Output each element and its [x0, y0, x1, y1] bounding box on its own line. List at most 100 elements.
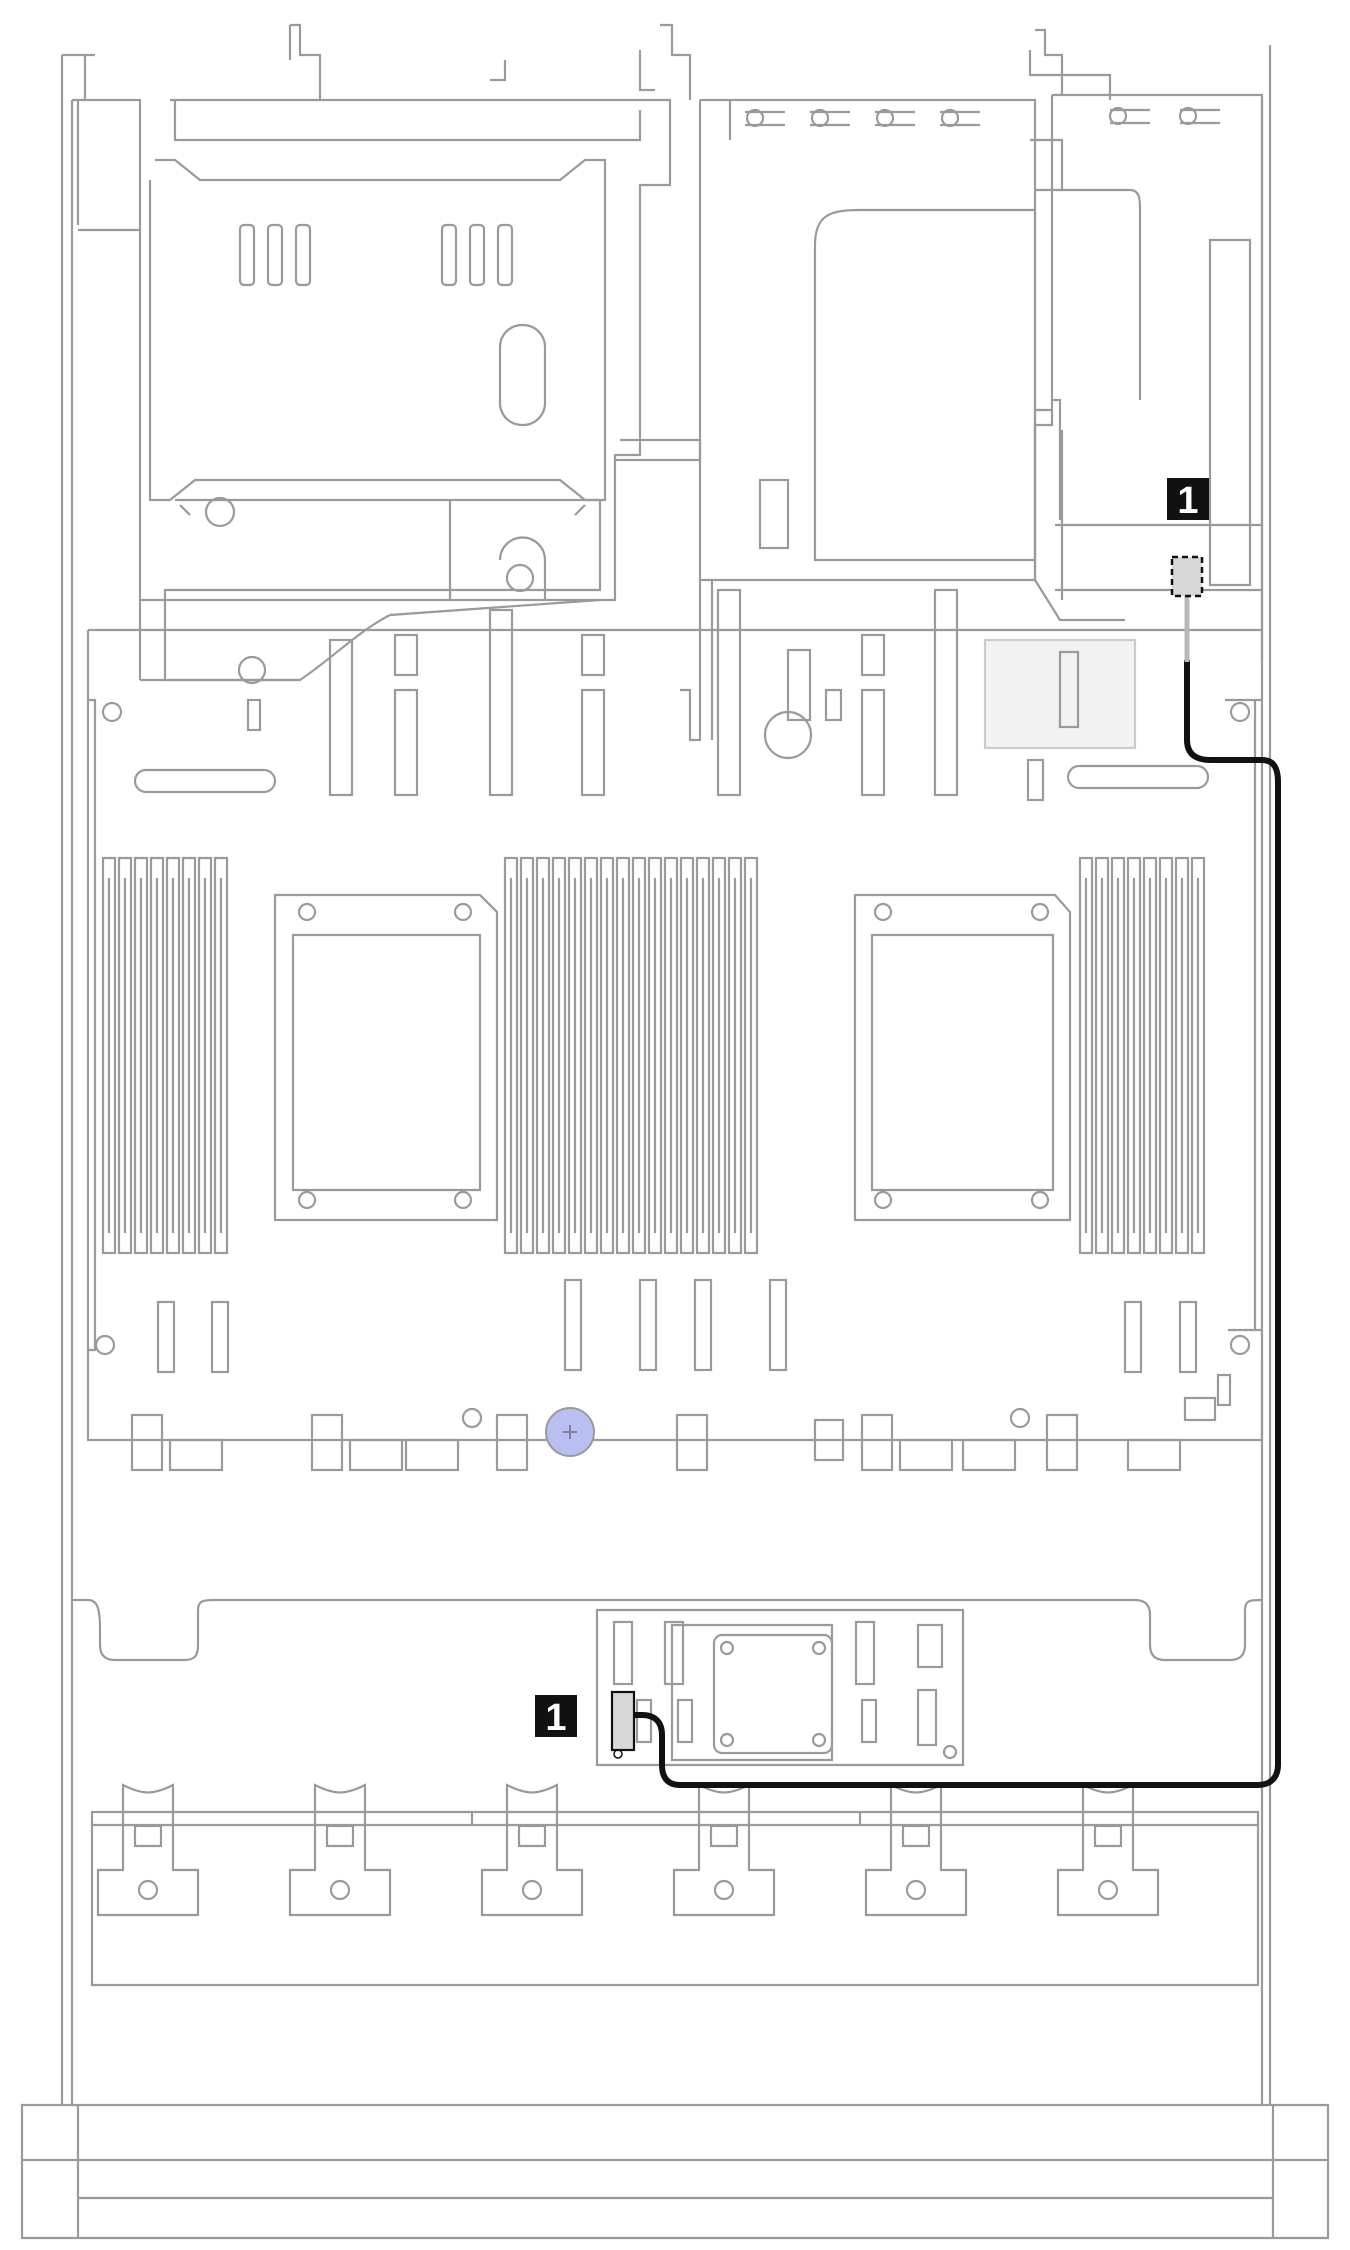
adapter-hole-5 [942, 1744, 958, 1760]
adapter-conn-e [916, 1688, 938, 1747]
pcie-slot-11 [860, 633, 886, 677]
edge-conn-9 [860, 1413, 894, 1472]
chassis-left-wall [60, 55, 74, 2105]
front-bezel [20, 2103, 1330, 2240]
edge-conn-10 [898, 1438, 954, 1472]
standoff-screw-right [1009, 1407, 1031, 1429]
fan-module [672, 1783, 776, 1917]
chassis-outline [20, 23, 1330, 2240]
dimm-bank-middle [503, 856, 759, 1255]
cpu-right-screw-1 [873, 902, 893, 922]
riser-right-ledge [1035, 398, 1064, 600]
fan-module [96, 1783, 200, 1917]
fan-cage-box [90, 1823, 1260, 1987]
fan-module [1056, 1783, 1160, 1917]
riser-handle-slot [498, 323, 547, 427]
riser-bottom-tab [140, 536, 601, 682]
adapter-conn-a [916, 1623, 944, 1669]
dimm-slot [599, 856, 615, 1255]
riser-slot-slots-a [238, 223, 256, 287]
latch-icon-3 [875, 108, 895, 128]
riser-top-brackets [288, 23, 1112, 100]
board-connector-pin-marker [613, 1749, 623, 1759]
fan-latch [325, 1824, 355, 1848]
dimm-slot [503, 856, 519, 1255]
edge-conn-12 [1045, 1413, 1079, 1472]
dimm-slot [743, 856, 759, 1255]
board-connector-callout: 1 [535, 1695, 577, 1739]
riser-slot-slots-b [266, 223, 284, 287]
chassis-right-wall [1260, 45, 1272, 2105]
cpu-right-screw-2 [1030, 902, 1050, 922]
dimm-slot [197, 856, 213, 1255]
cmos-battery [763, 710, 813, 760]
adapter-slot-1 [612, 1620, 634, 1686]
riser-connector-callout: 1 [1167, 478, 1209, 522]
riser-right-panel [1060, 188, 1252, 587]
dimm-slot [519, 856, 535, 1255]
riser-screw-left [204, 496, 236, 528]
dimm-bank-left [101, 856, 229, 1255]
fan-latch [901, 1824, 931, 1848]
riser-slot-slots-f [496, 223, 514, 287]
adapter-card [595, 1608, 965, 1767]
pcie-slot-5 [716, 588, 742, 797]
dimm-slot [181, 856, 197, 1255]
board-screw-br [1229, 1334, 1251, 1356]
small-connector-a [824, 688, 843, 722]
dimm-slot [631, 856, 647, 1255]
callout-label-board: 1 [545, 1697, 566, 1739]
riser-cage-left-inner [148, 158, 607, 502]
dimm-slot [165, 856, 181, 1255]
edge-conn-11 [961, 1438, 1017, 1472]
edge-conn-4 [348, 1438, 404, 1472]
riser-middle-label [758, 478, 790, 550]
riser-cage-middle [698, 98, 1064, 582]
fan-module [288, 1783, 392, 1917]
lower-slot-3 [563, 1278, 583, 1372]
dimm-slot [535, 856, 551, 1255]
riser-cage-right [1033, 93, 1264, 660]
cpu-socket-left [273, 893, 499, 1222]
standoff-screw-left [461, 1407, 483, 1429]
highlight-label [1058, 650, 1080, 729]
pcie-slot-7 [860, 688, 886, 797]
fan-screw [329, 1879, 351, 1901]
adapter-hole-4 [811, 1732, 827, 1748]
pcie-slot-8 [933, 588, 959, 797]
fan-modules [96, 1783, 1160, 1917]
fan-module [480, 1783, 584, 1917]
latch-icon-5 [1108, 106, 1128, 126]
fan-latch [517, 1824, 547, 1848]
dimm-slot [679, 856, 695, 1255]
edge-conn-3 [310, 1413, 344, 1472]
callout-label-riser: 1 [1177, 480, 1198, 522]
fan-screw [905, 1879, 927, 1901]
dimm-slot [663, 856, 679, 1255]
dimm-slot [1126, 856, 1142, 1255]
board-cable-connector [610, 1690, 636, 1752]
pcie-slot-10 [580, 633, 606, 677]
riser-thumbscrew [505, 563, 535, 593]
latch-icon-1 [745, 108, 765, 128]
board-right-edge [1225, 698, 1262, 1332]
dimm-slot [583, 856, 599, 1255]
lower-slot-4 [638, 1278, 658, 1372]
cpu-left-screw-3 [297, 1190, 317, 1210]
signal-cable [625, 660, 1281, 1788]
dimm-slot [1110, 856, 1126, 1255]
edge-conn-6 [495, 1413, 529, 1472]
fan-latch [1093, 1824, 1123, 1848]
fan-cage-dividers [90, 1810, 1260, 1825]
connector-bar-left [133, 768, 277, 794]
fan-screw [1097, 1879, 1119, 1901]
dimm-slot [149, 856, 165, 1255]
pcie-slot-4 [580, 688, 606, 797]
adapter-hole-1 [719, 1640, 735, 1656]
fan-screw [137, 1879, 159, 1901]
dimm-slot [1174, 856, 1190, 1255]
board-screw-tr [1229, 701, 1251, 723]
dimm-slot [567, 856, 583, 1255]
connector-bar-right [1066, 764, 1210, 790]
